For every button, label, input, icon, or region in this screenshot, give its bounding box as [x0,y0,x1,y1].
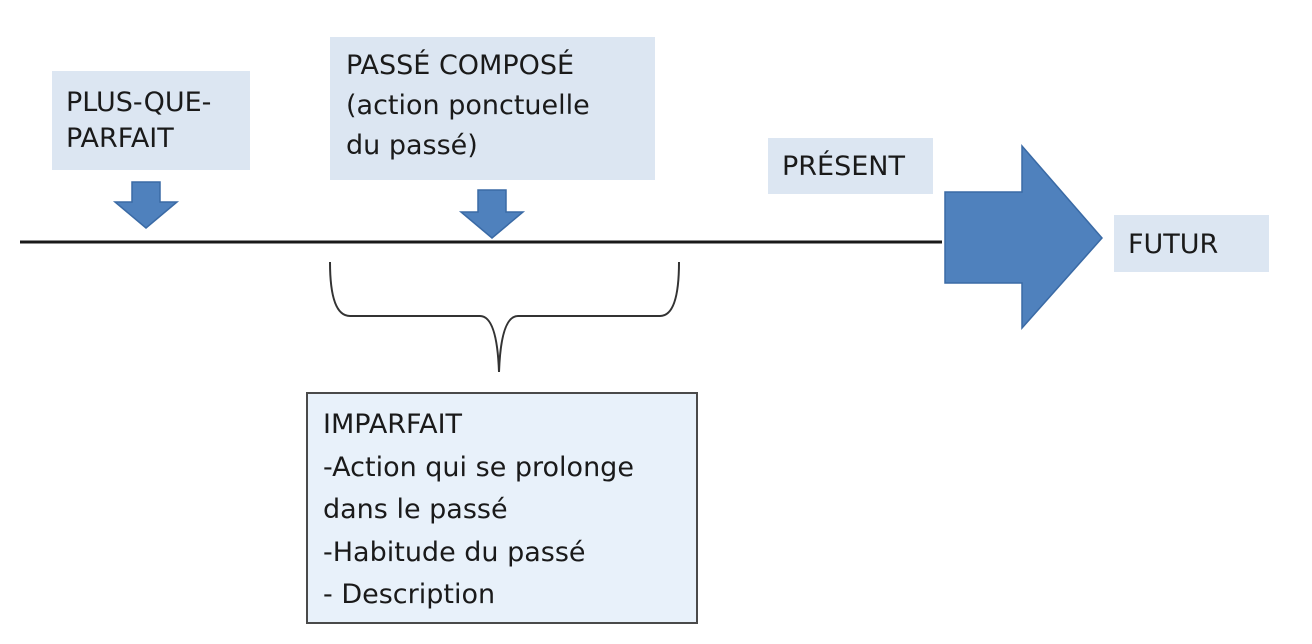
label-futur: FUTUR [1114,215,1269,272]
label-passe-compose: PASSÉ COMPOSÉ (action ponctuelle du pass… [330,37,655,180]
label-imparfait-line-1: IMPARFAIT [323,409,463,440]
label-passe-compose-line-3: du passé) [346,130,478,161]
label-imparfait-line-4: -Habitude du passé [323,536,586,568]
label-passe-compose-line-2: (action ponctuelle [346,90,590,121]
label-present: PRÉSENT [768,138,933,194]
label-plus-que-parfait-line-1: PLUS-QUE- [66,87,212,118]
down-arrow-plus-que-parfait [112,181,180,229]
label-imparfait-line-5: - Description [323,579,496,610]
label-plus-que-parfait: PLUS-QUE- PARFAIT [52,71,250,170]
label-imparfait-line-2: -Action qui se prolonge [323,451,634,483]
label-imparfait: IMPARFAIT -Action qui se prolonge dans l… [306,392,698,624]
down-arrow-passe-compose [458,189,526,239]
label-present-text: PRÉSENT [782,151,905,182]
label-plus-que-parfait-line-2: PARFAIT [66,123,174,154]
right-arrow-futur [944,143,1103,330]
label-passe-compose-line-1: PASSÉ COMPOSÉ [346,50,575,81]
label-futur-text: FUTUR [1128,229,1219,260]
curly-brace-imparfait [329,261,680,373]
label-imparfait-line-3: dans le passé [323,494,508,525]
